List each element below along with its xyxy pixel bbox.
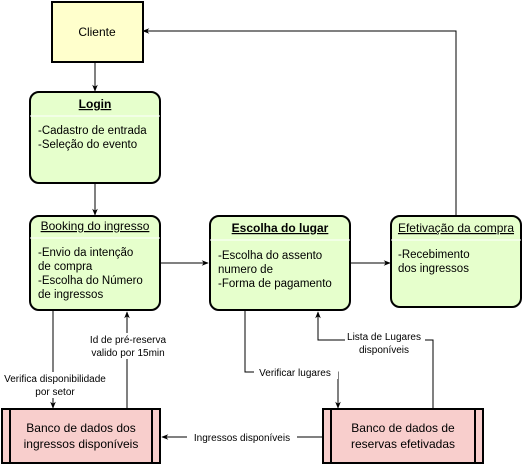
- cliente-label: Cliente: [78, 25, 116, 39]
- edge-verificar-lugares: [244, 310, 341, 409]
- escolha-title: Escolha do lugar: [232, 221, 329, 235]
- efetivacao-line-2: dos ingressos: [398, 263, 469, 275]
- label-ingressos-disponiveis: Ingressos disponíveis: [194, 433, 290, 444]
- node-efetivacao[interactable]: Efetivação da compra -Recebimento dos in…: [390, 215, 522, 308]
- node-escolha-lugar[interactable]: Escolha do lugar -Escolha do assento num…: [209, 215, 351, 311]
- db-ingressos-line-2: ingressos disponíveis: [24, 437, 139, 451]
- booking-title: Booking do ingresso: [41, 219, 150, 233]
- label-verifica-line2: por setor: [35, 387, 75, 398]
- edge-lista-lugares: [315, 311, 434, 408]
- booking-line-3: -Escolha do Número: [38, 275, 143, 287]
- db-reservas-line-2: reservas efetivadas: [351, 437, 455, 451]
- label-verificar-lugares: Verificar lugares: [259, 368, 331, 379]
- db-reservas-line-1: Banco de dados de: [351, 421, 455, 435]
- node-cliente[interactable]: Cliente: [51, 1, 144, 63]
- node-booking[interactable]: Booking do ingresso -Envio da intenção d…: [29, 215, 161, 311]
- booking-line-2: de compra: [38, 261, 93, 273]
- node-db-reservas[interactable]: Banco de dados de reservas efetivadas: [322, 408, 484, 464]
- node-db-ingressos[interactable]: Banco de dados dos ingressos disponíveis: [1, 408, 161, 464]
- label-lista-line1: Lista de Lugares: [347, 332, 421, 343]
- escolha-line-2: numero de: [218, 264, 273, 276]
- db-ingressos-line-1: Banco de dados dos: [26, 421, 135, 435]
- escolha-line-3: -Forma de pagamento: [218, 278, 332, 290]
- efetivacao-title: Efetivação da compra: [398, 221, 514, 235]
- node-login[interactable]: Login -Cadastro de entrada -Seleção do e…: [29, 91, 161, 184]
- label-prereserva-line1: Id de pré-reserva: [90, 335, 167, 346]
- login-line-2: -Seleção do evento: [38, 139, 137, 151]
- label-prereserva-line2: valido por 15min: [91, 348, 164, 359]
- edge-efetivacao-cliente: [142, 28, 457, 216]
- escolha-line-1: -Escolha do assento: [218, 250, 322, 262]
- booking-line-1: -Envio da intenção: [38, 247, 133, 259]
- label-lista-line2: disponíveis: [359, 345, 409, 356]
- login-title: Login: [79, 97, 112, 111]
- efetivacao-line-1: -Recebimento: [398, 249, 470, 261]
- login-line-1: -Cadastro de entrada: [38, 125, 147, 137]
- booking-line-4: de ingressos: [38, 289, 103, 301]
- label-verifica-line1: Verifica disponibilidade: [4, 374, 106, 385]
